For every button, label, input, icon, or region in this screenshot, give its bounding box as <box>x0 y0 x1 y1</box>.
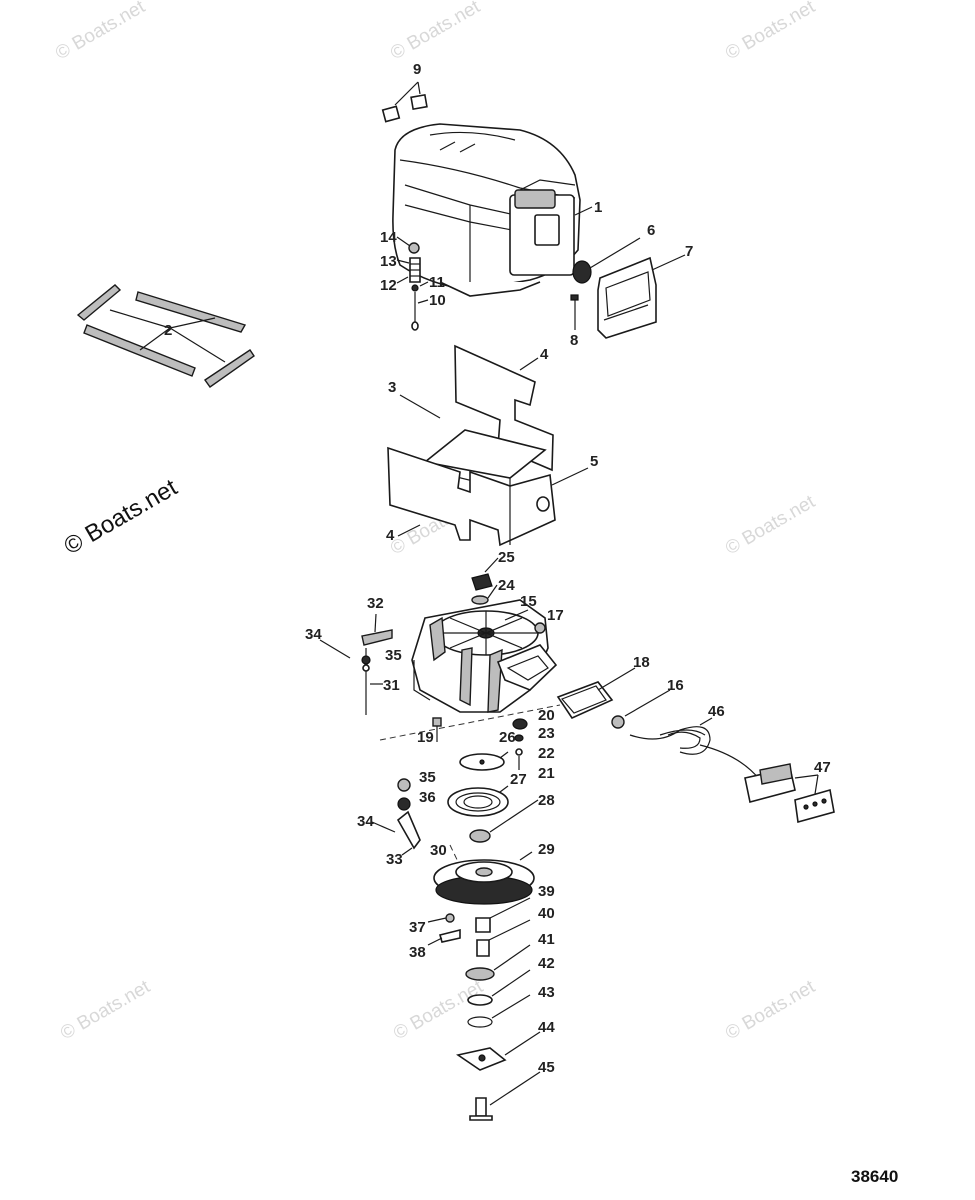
callout-37: 37 <box>409 919 426 936</box>
callout-8: 8 <box>570 332 578 349</box>
callout-3: 3 <box>388 379 396 396</box>
watermark-top-right: © Boats.net <box>722 0 819 64</box>
part-gasket-cable <box>556 667 835 824</box>
part-decals <box>381 81 428 123</box>
part-lower-stack <box>427 897 541 1121</box>
part-recoil-housing <box>411 599 558 713</box>
callout-5: 5 <box>590 453 598 470</box>
callout-35-upper: 35 <box>385 647 402 664</box>
callout-44: 44 <box>538 1019 555 1036</box>
figure-number: 38640 <box>851 1167 898 1186</box>
callout-25: 25 <box>498 549 515 566</box>
callout-42: 42 <box>538 955 555 972</box>
part-lower-lever <box>371 778 421 856</box>
callout-10: 10 <box>429 292 446 309</box>
callout-34-upper: 34 <box>305 626 322 643</box>
callout-26: 26 <box>499 729 516 746</box>
callout-13: 13 <box>380 253 397 270</box>
callout-36: 36 <box>419 789 436 806</box>
watermark-bottom-center: © Boats.net <box>390 976 487 1044</box>
callout-30: 30 <box>430 842 447 859</box>
watermark-bottom-right: © Boats.net <box>722 976 819 1044</box>
callout-45: 45 <box>538 1059 555 1076</box>
callout-38: 38 <box>409 944 426 961</box>
part-handle-assembly <box>570 237 686 339</box>
callout-28: 28 <box>538 792 555 809</box>
callout-9: 9 <box>413 61 421 78</box>
watermark-main: © Boats.net <box>60 474 183 560</box>
callout-14: 14 <box>380 229 397 246</box>
part-latch-fasteners <box>396 236 429 331</box>
callout-47: 47 <box>814 759 831 776</box>
part-recoil-spring-pulley <box>433 751 539 905</box>
callout-11: 11 <box>429 274 445 291</box>
callout-17: 17 <box>547 607 564 624</box>
callout-16: 16 <box>667 677 684 694</box>
callout-34-lower: 34 <box>357 813 374 830</box>
callout-6: 6 <box>647 222 655 239</box>
callout-33: 33 <box>386 851 403 868</box>
callout-22: 22 <box>538 745 555 762</box>
callout-20: 20 <box>538 707 555 724</box>
callout-43: 43 <box>538 984 555 1001</box>
watermark-top-left: © Boats.net <box>52 0 149 64</box>
callout-32: 32 <box>367 595 384 612</box>
part-throttle-lever <box>319 613 393 715</box>
part-seal-strips <box>76 284 255 388</box>
watermark-top-center: © Boats.net <box>387 0 484 64</box>
callout-23: 23 <box>538 725 555 742</box>
callout-4-upper: 4 <box>540 346 549 363</box>
callout-2: 2 <box>164 322 172 339</box>
watermark-mid-right: © Boats.net <box>722 491 819 559</box>
callout-21: 21 <box>538 765 555 782</box>
callout-12: 12 <box>380 277 397 294</box>
callout-24: 24 <box>498 577 515 594</box>
part-nut-and-washer <box>471 557 499 605</box>
callout-numbers: 1 2 3 4 4 5 6 7 8 9 10 11 12 13 14 15 16… <box>164 61 831 1076</box>
callout-27: 27 <box>510 771 527 788</box>
callout-40: 40 <box>538 905 555 922</box>
callout-29: 29 <box>538 841 555 858</box>
callout-7: 7 <box>685 243 693 260</box>
part-foam-liners <box>387 344 589 547</box>
callout-35-lower: 35 <box>419 769 436 786</box>
callout-18: 18 <box>633 654 650 671</box>
watermark-bottom-left: © Boats.net <box>57 976 154 1044</box>
callout-4-lower: 4 <box>386 527 395 544</box>
callout-39: 39 <box>538 883 555 900</box>
callout-46: 46 <box>708 703 725 720</box>
part-top-cowl <box>392 123 593 297</box>
part-small-hardware <box>379 704 561 770</box>
callout-31: 31 <box>383 677 400 694</box>
callout-15: 15 <box>520 593 537 610</box>
callout-19: 19 <box>417 729 434 746</box>
callout-41: 41 <box>538 931 555 948</box>
callout-1: 1 <box>594 199 602 216</box>
